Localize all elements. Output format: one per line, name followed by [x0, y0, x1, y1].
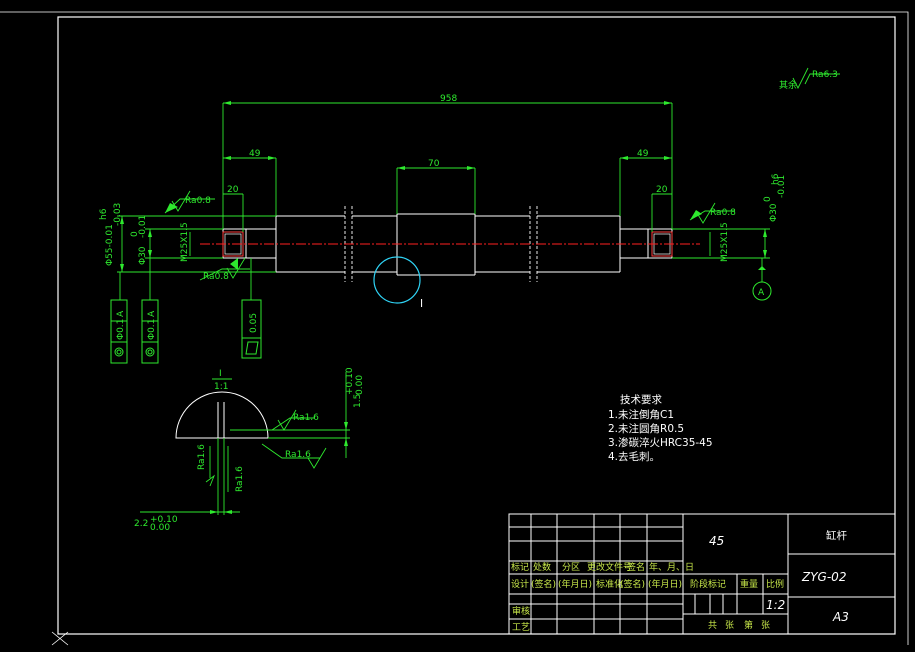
dim-left-bore: 20 [227, 185, 239, 195]
detail-ra-b: Ra1.6 [285, 450, 311, 460]
tech-item-3: 3.渗碳淬火HRC35-45 [608, 436, 713, 449]
dim-center-tol-low: -0.01 [138, 215, 148, 238]
dim-right-dia: Φ30 [769, 203, 779, 222]
detail-depth: 1.5 [353, 394, 363, 408]
dim-right-bore: 20 [656, 185, 668, 195]
roughness-symbols [171, 67, 809, 279]
ra-left-top: Ra0.8 [185, 196, 211, 206]
dim-right-dia-tol: -0.01 [777, 175, 787, 198]
dim-mid: 70 [428, 159, 440, 169]
detail-width: 2.2 [134, 519, 148, 529]
tb-row2-cell: (年月日) [648, 578, 682, 590]
tb-sheets: 张 [725, 620, 734, 631]
tb-sheets: 第 [744, 619, 753, 631]
tb-row-label: 更改文件号 [587, 561, 632, 573]
dim-center-dia: Φ30 [138, 246, 148, 265]
dim-left-dia: Φ55-0.01 [105, 224, 115, 266]
tech-item-2: 2.未注圆角R0.5 [608, 422, 684, 435]
ra-left-bottom: Ra0.8 [203, 272, 229, 282]
dim-right-zero: 0 [763, 196, 773, 202]
tb-process: 工艺 [512, 622, 530, 633]
tb-scale-label: 比例 [766, 578, 784, 590]
dim-right-tol: h6 [771, 173, 781, 185]
detail-width-up: +0.10 [150, 515, 178, 525]
tb-row2-cell: 标准化 [596, 578, 623, 590]
outer-border [0, 11, 909, 645]
detail-circle-label: I [420, 298, 423, 310]
tb-row2-cell: (签名) [531, 578, 556, 590]
tb-row-label: 处数 [533, 561, 551, 573]
detail-dims [140, 372, 350, 515]
tb-row-label: 分区 [562, 562, 580, 573]
tol-box3-value: 0.05 [249, 313, 259, 333]
tb-review: 审核 [512, 605, 530, 617]
ra-rest-prefix: 其余 [779, 79, 797, 91]
tb-row-label: 标记 [511, 561, 529, 573]
detail-label: I [219, 369, 222, 379]
tb-row2-cell: 设计 [511, 578, 529, 590]
tol-box2-datum: A [147, 310, 157, 317]
tech-item-1: 1.未注倒角C1 [608, 408, 674, 421]
tb-material: 45 [709, 534, 724, 548]
detail-ra-d: Ra1.6 [235, 466, 245, 492]
shaft-outline [222, 213, 673, 276]
drawing-border [57, 16, 896, 635]
tb-sheets: 共 [708, 620, 717, 631]
detail-depth-low: 0.00 [355, 375, 365, 395]
detail-scale: 1:1 [214, 382, 228, 392]
datum-a: A [758, 288, 765, 298]
ucs-cross [51, 631, 69, 646]
detail-profile [175, 391, 269, 439]
detail-circle [373, 256, 421, 304]
tb-row-label: 签名 [627, 561, 645, 573]
tb-sheet-size: A3 [832, 610, 849, 624]
tol-box1-datum: A [116, 310, 126, 317]
thread-left: M25X1.5 [180, 222, 190, 262]
detail-ra-a: Ra1.6 [293, 413, 319, 423]
ra-rest: Ra6.3 [812, 70, 838, 80]
tb-sheets: 张 [761, 620, 770, 631]
tb-drawing-no: ZYG-02 [801, 570, 846, 584]
detail-depth-up: +0.10 [345, 367, 355, 395]
tb-row2-cell: (签名) [620, 578, 645, 590]
dimension-arrows [120, 101, 767, 272]
datum-a-circle [752, 281, 772, 301]
dim-overall: 958 [440, 94, 457, 104]
tb-scale: 1:2 [766, 598, 785, 612]
tolerance-frames [110, 299, 262, 364]
tech-title: 技术要求 [620, 393, 662, 406]
thread-right: M25X1.5 [720, 222, 730, 262]
tech-item-4: 4.去毛刺。 [608, 451, 660, 463]
tol-box2-value: Φ0.1 [147, 319, 157, 340]
title-block [508, 513, 896, 635]
tb-stage-mark: 阶段标记 [690, 578, 726, 590]
tb-row2-cell: (年月日) [558, 578, 592, 590]
dimension-lines [117, 73, 840, 300]
dim-left-step: 49 [249, 149, 261, 159]
tol-box1-value: Φ0.1 [116, 319, 126, 340]
tb-row-label: 年、月、日 [649, 561, 694, 573]
dim-left-tol: h6 [99, 208, 109, 220]
ra-right: Ra0.8 [710, 208, 736, 218]
tb-weight: 重量 [740, 578, 758, 590]
dim-center-tol-up: 0 [130, 231, 140, 237]
tb-part-name: 缸杆 [826, 529, 847, 542]
dim-left-dia-tol: -0.03 [113, 203, 123, 226]
detail-width-low: 0.00 [150, 523, 170, 533]
detail-ra-c: Ra1.6 [197, 444, 207, 470]
dim-right-step: 49 [637, 149, 649, 159]
